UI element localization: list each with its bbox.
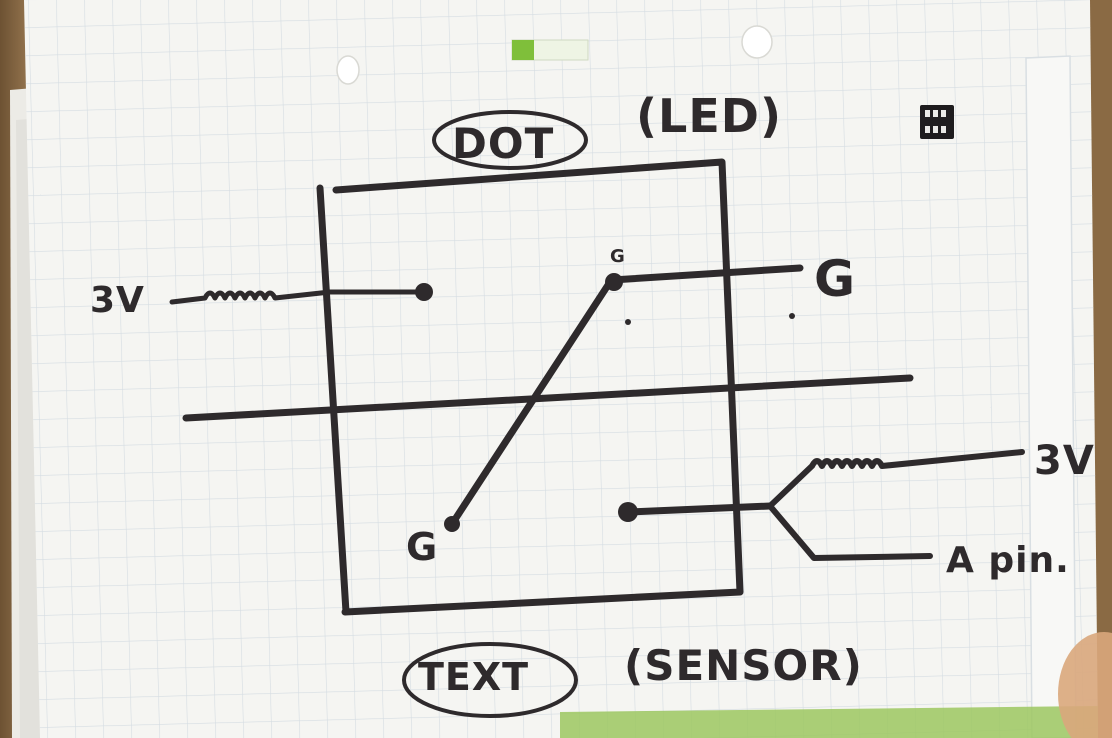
middle-horizontal-line [182, 374, 914, 422]
fork-upper [767, 449, 1025, 509]
terminal-dots [415, 273, 795, 532]
top-g-line [608, 264, 804, 284]
label-a-pin: A pin. [946, 540, 1070, 581]
fork-lower [767, 503, 933, 561]
punch-hole-left [336, 55, 360, 85]
text-circle [402, 642, 578, 718]
label-text: TEXT [418, 655, 529, 699]
dot-circle [432, 110, 588, 170]
diagonal-connection [448, 278, 614, 528]
brand-sticker [511, 39, 589, 61]
square-outline [316, 158, 744, 616]
label-g-small: G [610, 246, 626, 267]
stray-mark [625, 319, 631, 325]
label-3v-left: 3V [90, 280, 145, 321]
finger [1058, 632, 1112, 738]
label-led: (LED) [636, 89, 782, 143]
label-dot: DOT [452, 119, 554, 168]
label-sensor: (SENSOR) [624, 641, 863, 690]
stray-mark-2 [789, 313, 795, 319]
chip-icon [920, 105, 954, 139]
left-resistor [169, 289, 427, 305]
punch-hole-right [741, 25, 773, 59]
bottom-g-dot [444, 516, 460, 532]
notebook-page [24, 0, 1098, 738]
top-g-dot [605, 273, 623, 291]
sensor-line [624, 502, 774, 516]
label-g-bottom: G [406, 525, 438, 569]
sensor-dot [618, 502, 638, 522]
label-3v-right: 3V [1034, 438, 1095, 484]
circuit-drawing [169, 110, 1025, 718]
label-g-right: G [814, 250, 856, 308]
left-terminal-dot [415, 283, 433, 301]
